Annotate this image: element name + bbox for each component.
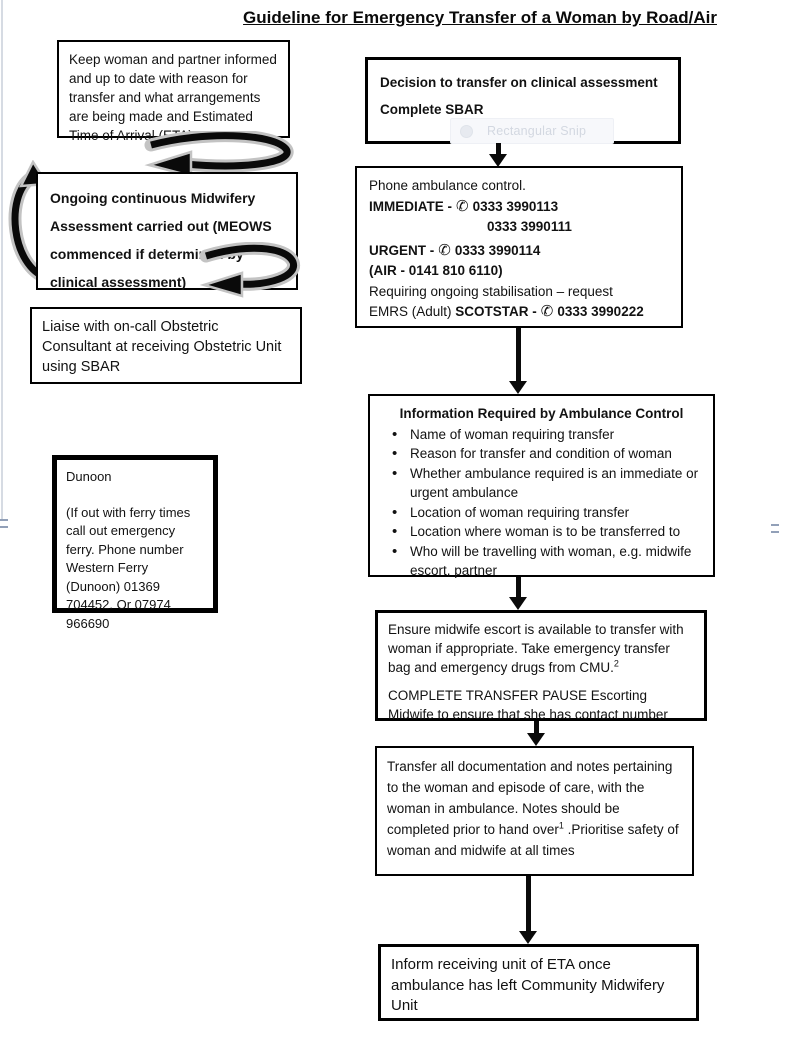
keep-informed-text: Keep woman and partner informed and up t… xyxy=(69,52,277,143)
curved-arrow-bottom-icon xyxy=(199,242,300,298)
ongoing-assessment-text: Ongoing continuous Midwifery Assessment … xyxy=(50,190,272,290)
snip-tooltip-label: Rectangular Snip xyxy=(487,124,587,138)
midwife-escort-para1: Ensure midwife escort is available to tr… xyxy=(388,622,684,675)
curved-arrow-top-icon xyxy=(144,131,294,178)
list-item: Location of woman requiring transfer xyxy=(392,503,703,523)
snip-tooltip: Rectangular Snip xyxy=(450,118,614,144)
ambulance-info-list: Name of woman requiring transfer Reason … xyxy=(380,425,703,581)
emrs-number: 0333 3990222 xyxy=(557,304,644,319)
urgent-number: 0333 3990114 xyxy=(454,242,541,258)
urgent-line: URGENT -✆0333 3990114 xyxy=(369,241,541,259)
dunoon-title: Dunoon xyxy=(66,469,112,484)
flow-arrow-1 xyxy=(489,143,507,167)
transfer-pause-para: COMPLETE TRANSFER PAUSE Escorting Midwif… xyxy=(388,688,668,722)
documentation-box: Transfer all documentation and notes per… xyxy=(375,746,694,876)
keep-informed-box: Keep woman and partner informed and up t… xyxy=(57,40,290,143)
liaise-text: Liaise with on-call Obstetric Consultant… xyxy=(42,319,282,375)
phone-circle-icon: ✆ xyxy=(438,241,451,259)
ambulance-info-box: Information Required by Ambulance Contro… xyxy=(368,394,715,578)
liaise-box: Liaise with on-call Obstetric Consultant… xyxy=(30,307,302,384)
spacer xyxy=(66,487,204,504)
list-item: Reason for transfer and condition of wom… xyxy=(392,444,703,464)
selection-handle-right xyxy=(771,524,779,533)
flow-arrow-4 xyxy=(527,721,545,746)
phone-intro: Phone ambulance control. xyxy=(369,178,526,193)
status-dot-icon xyxy=(460,124,473,138)
flow-arrow-2 xyxy=(509,328,527,394)
decision-line1: Decision to transfer on clinical assessm… xyxy=(380,75,658,90)
air-line: (AIR - 0141 810 6110) xyxy=(369,263,503,278)
emrs-line: EMRS (Adult) SCOTSTAR -✆0333 3990222 xyxy=(369,303,644,320)
flow-arrow-5 xyxy=(519,876,537,944)
phone-circle-icon: ✆ xyxy=(540,303,554,320)
inform-receiving-unit-box: Inform receiving unit of ETA once ambula… xyxy=(378,944,699,1021)
footnote-ref-1: 1 xyxy=(558,820,564,831)
selection-edge-line xyxy=(1,0,3,521)
footnote-ref-2: 2 xyxy=(613,658,619,669)
inform-text: Inform receiving unit of ETA once ambula… xyxy=(391,956,665,1014)
list-item: Name of woman requiring transfer xyxy=(392,425,703,445)
immediate-number-1: 0333 3990113 xyxy=(472,198,559,214)
list-item: Who will be travelling with woman, e.g. … xyxy=(392,542,703,581)
immediate-line: IMMEDIATE -✆0333 3990113 xyxy=(369,197,559,215)
flow-arrow-3 xyxy=(509,577,527,610)
decision-line2: Complete SBAR xyxy=(380,102,484,117)
stabilisation-line: Requiring ongoing stabilisation – reques… xyxy=(369,283,613,299)
midwife-escort-box: Ensure midwife escort is available to tr… xyxy=(375,610,707,722)
page-title: Guideline for Emergency Transfer of a Wo… xyxy=(243,8,717,27)
phone-circle-icon: ✆ xyxy=(456,197,469,215)
immediate-number-2: 0333 3990111 xyxy=(487,219,572,234)
dunoon-box: Dunoon (If out with ferry times call out… xyxy=(52,455,218,631)
spacer xyxy=(388,677,694,686)
ambulance-info-title: Information Required by Ambulance Contro… xyxy=(399,406,684,421)
list-item: Location where woman is to be transferre… xyxy=(392,522,703,542)
list-item: Whether ambulance required is an immedia… xyxy=(392,464,703,503)
dunoon-text: (If out with ferry times call out emerge… xyxy=(66,504,191,631)
selection-handle-left xyxy=(0,519,8,528)
ongoing-assessment-box: Ongoing continuous Midwifery Assessment … xyxy=(36,172,298,290)
phone-ambulance-box: Phone ambulance control. IMMEDIATE -✆033… xyxy=(355,166,683,328)
